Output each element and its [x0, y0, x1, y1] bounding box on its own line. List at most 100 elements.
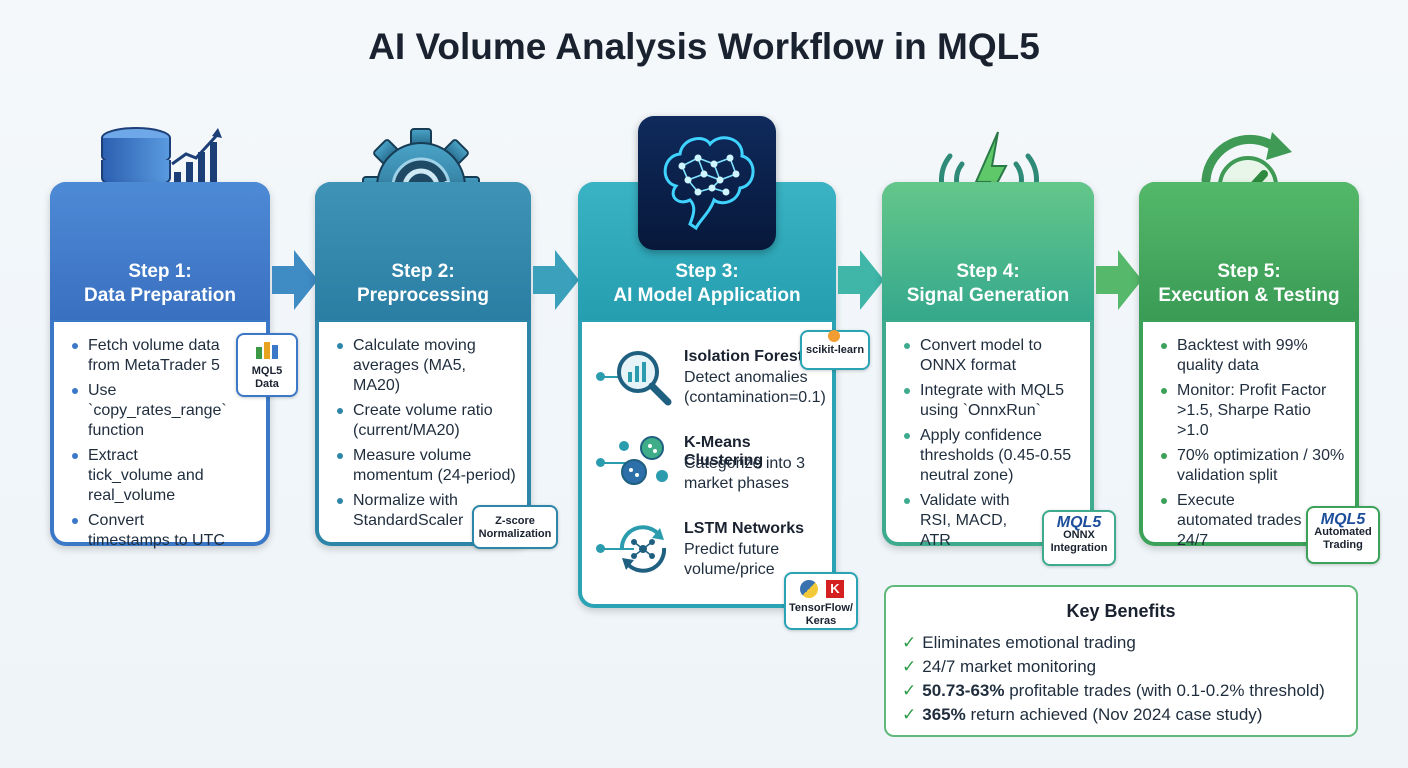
model-lstm: LSTM Networks Predict future volume/pric… — [596, 520, 826, 600]
tensorflow-keras-badge: K TensorFlow/ Keras — [784, 572, 858, 630]
onnx-integration-badge: MQL5 ONNX Integration — [1042, 510, 1116, 566]
step-5-card: Step 5: Execution & Testing Backtest wit… — [1139, 182, 1359, 549]
model-description: Categorize into 3 market phases — [684, 455, 805, 492]
page-title: AI Volume Analysis Workflow in MQL5 — [368, 26, 1040, 67]
step-3-label: Step 3: — [675, 261, 739, 282]
model-name: K-Means Clustering — [684, 434, 764, 469]
list-item: Monitor: Profit Factor >1.5, Sharpe Rati… — [1161, 381, 1345, 441]
list-item: Validate with RSI, MACD, ATR — [904, 491, 1080, 551]
brain-network-icon — [663, 136, 755, 231]
step-2-bullets: Calculate moving averages (MA5, MA20) Cr… — [337, 336, 517, 536]
automated-badge-line1: Automated — [1314, 526, 1372, 538]
scikit-learn-label: scikit-learn — [805, 344, 865, 356]
list-item: Convert model to ONNX format — [904, 336, 1080, 376]
step-1-header: Step 1: Data Preparation — [50, 182, 270, 320]
list-item: Use `copy_rates_range` function — [72, 381, 227, 441]
benefit-text: profitable trades (with 0.1-0.2% thresho… — [1004, 681, 1325, 700]
zscore-badge-line1: Z-score — [495, 515, 535, 527]
scikit-learn-badge: scikit-learn — [800, 330, 870, 370]
step-3-header: Step 3: AI Model Application — [578, 182, 836, 320]
model-name: LSTM Networks — [684, 520, 805, 537]
onnx-badge-line1: ONNX — [1063, 529, 1095, 541]
benefit-highlight: 50.73-63% — [922, 681, 1005, 700]
tensorflow-keras-line2: Keras — [805, 615, 837, 627]
list-item: Backtest with 99% quality data — [1161, 336, 1345, 376]
model-kmeans: K-Means Clustering Categorize into 3 mar… — [596, 434, 826, 514]
zscore-badge: Z-score Normalization — [472, 505, 558, 549]
tensorflow-keras-line1: TensorFlow/ — [789, 602, 853, 614]
step-4-body: Convert model to ONNX format Integrate w… — [886, 322, 1090, 549]
list-item: Measure volume momentum (24-period) — [337, 446, 517, 486]
list-item: ✓ 50.73-63% profitable trades (with 0.1-0… — [902, 679, 1325, 703]
model-connector — [596, 544, 634, 553]
cluster-icon — [619, 436, 668, 485]
step-4-label: Step 4: — [956, 261, 1020, 282]
list-item: ✓ Eliminates emotional trading — [902, 631, 1325, 655]
step-1-bullets: Fetch volume data from MetaTrader 5 Use … — [72, 336, 227, 556]
list-item: Create volume ratio (current/MA20) — [337, 401, 517, 441]
zscore-badge-line2: Normalization — [478, 528, 552, 540]
flow-arrow-1 — [272, 250, 318, 310]
check-icon: ✓ — [902, 657, 917, 676]
check-icon: ✓ — [902, 681, 917, 700]
list-item: Execute automated trades 24/7 — [1161, 491, 1345, 551]
automated-trading-badge: MQL5 Automated Trading — [1306, 506, 1380, 564]
model-description: Predict future volume/price — [684, 541, 780, 578]
step-1-label: Step 1: — [128, 261, 192, 282]
model-isolation-forest: Isolation Forest Detect anomalies (conta… — [596, 348, 826, 428]
step-2-header: Step 2: Preprocessing — [315, 182, 531, 320]
mql5-logo: MQL5 — [1320, 511, 1366, 528]
step-1-title: Data Preparation — [83, 285, 237, 306]
key-benefits-panel: Key Benefits ✓ Eliminates emotional tradi… — [884, 585, 1358, 737]
step-5-title: Execution & Testing — [1158, 285, 1340, 306]
key-benefits-list: ✓ Eliminates emotional trading ✓ 24/7 mark… — [902, 631, 1325, 727]
list-item: Extract tick_volume and real_volume — [72, 446, 226, 506]
step-5-body: Backtest with 99% quality data Monitor: … — [1143, 322, 1355, 549]
list-item: ✓ 365% return achieved (Nov 2024 case stu… — [902, 703, 1325, 727]
mql5-data-badge-line1: MQL5 — [251, 365, 283, 377]
list-item: Integrate with MQL5 using `OnnxRun` — [904, 381, 1080, 421]
python-logo-icon — [800, 580, 818, 598]
step-5-header: Step 5: Execution & Testing — [1139, 182, 1359, 320]
mql5-logo: MQL5 — [1056, 514, 1102, 531]
step-4-card: Step 4: Signal Generation Convert model … — [882, 182, 1094, 549]
step-2-title: Preprocessing — [357, 285, 489, 306]
step-5-label: Step 5: — [1217, 261, 1281, 282]
model-name: Isolation Forest — [684, 348, 804, 365]
lstm-cycle-icon — [619, 525, 667, 573]
benefit-highlight: 365% — [922, 705, 966, 724]
step-4-header: Step 4: Signal Generation — [882, 182, 1094, 320]
flow-arrow-4 — [1096, 250, 1142, 310]
step-4-title: Signal Generation — [906, 285, 1070, 306]
step-3-title: AI Model Application — [613, 285, 801, 306]
step-1-card: Step 1: Data Preparation Fetch volume da… — [50, 182, 270, 549]
list-item: ✓ 24/7 market monitoring — [902, 655, 1325, 679]
model-description: Detect anomalies (contamination=0.1) — [684, 369, 826, 406]
benefit-text: return achieved (Nov 2024 case study) — [965, 705, 1263, 724]
automated-badge-line2: Trading — [1323, 539, 1363, 551]
benefit-text: 24/7 market monitoring — [922, 657, 1097, 676]
step-3-card: Step 3: AI Model Application Isolation F… — [578, 182, 836, 608]
key-benefits-title: Key Benefits — [1066, 601, 1176, 621]
mql5-data-badge-line2: Data — [255, 378, 279, 390]
onnx-badge-line2: Integration — [1050, 542, 1108, 554]
model-connector — [596, 372, 634, 381]
step-4-bullets: Convert model to ONNX format Integrate w… — [904, 336, 1080, 556]
mql5-data-badge: MQL5 Data — [236, 333, 298, 397]
flow-arrow-2 — [533, 250, 579, 310]
search-chart-icon — [617, 351, 672, 406]
scikit-learn-logo-icon — [828, 330, 840, 342]
list-item: Fetch volume data from MetaTrader 5 — [72, 336, 226, 376]
list-item: 70% optimization / 30% validation split — [1161, 446, 1345, 486]
step-3-body: Isolation Forest Detect anomalies (conta… — [582, 322, 832, 604]
step-2-card: Step 2: Preprocessing Calculate moving a… — [315, 182, 531, 546]
benefit-text: Eliminates emotional trading — [922, 633, 1136, 652]
list-item: Convert timestamps to UTC — [72, 511, 226, 551]
check-icon: ✓ — [902, 705, 917, 724]
metatrader-logo-icon — [256, 342, 278, 359]
flow-arrow-3 — [838, 250, 884, 310]
keras-logo-icon: K — [826, 580, 844, 598]
list-item: Normalize with StandardScaler — [337, 491, 517, 531]
check-icon: ✓ — [902, 633, 917, 652]
step-5-bullets: Backtest with 99% quality data Monitor: … — [1161, 336, 1345, 556]
